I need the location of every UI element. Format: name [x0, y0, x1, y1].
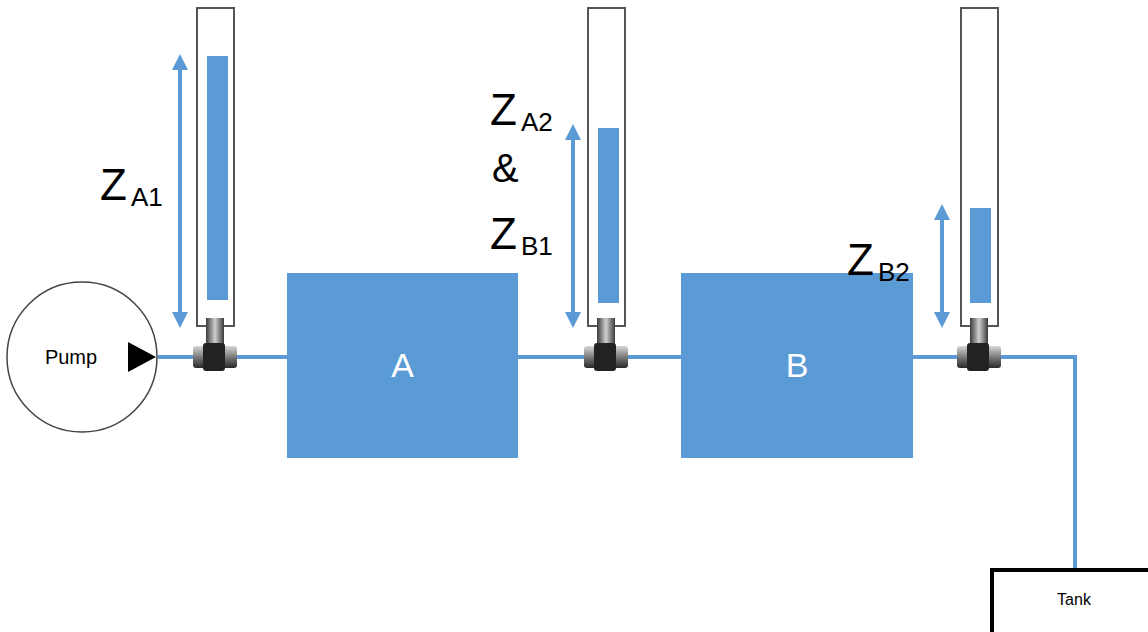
pressure-symbol: Z [490, 212, 517, 256]
height-arrow [178, 62, 182, 320]
manometer-tube [588, 8, 625, 326]
height-arrow [940, 212, 944, 320]
tank: Tank [990, 568, 1148, 632]
pipe [913, 357, 1075, 568]
tee-fitting [584, 318, 628, 371]
node-label: Pump [45, 346, 97, 369]
tee-fitting [957, 318, 1001, 371]
pressure-symbol: Z [100, 163, 127, 207]
ampersand: & [492, 148, 519, 188]
pump-circle: Pump [6, 281, 158, 433]
node-label: B [786, 346, 809, 385]
tee-fitting [193, 318, 237, 371]
node-label: Tank [1057, 591, 1091, 609]
subscript: B2 [878, 259, 910, 285]
height-arrow [571, 132, 575, 320]
subscript: B1 [521, 233, 553, 259]
pressure-symbol: Z [847, 238, 874, 282]
process-box: B [681, 273, 913, 458]
node-label: A [391, 346, 414, 385]
subscript: A2 [521, 109, 553, 135]
pressure-symbol: Z [490, 88, 517, 132]
manometer-tube [961, 8, 998, 326]
subscript: A1 [131, 184, 163, 210]
manometer-tube [197, 8, 234, 326]
process-box: A [287, 273, 518, 458]
